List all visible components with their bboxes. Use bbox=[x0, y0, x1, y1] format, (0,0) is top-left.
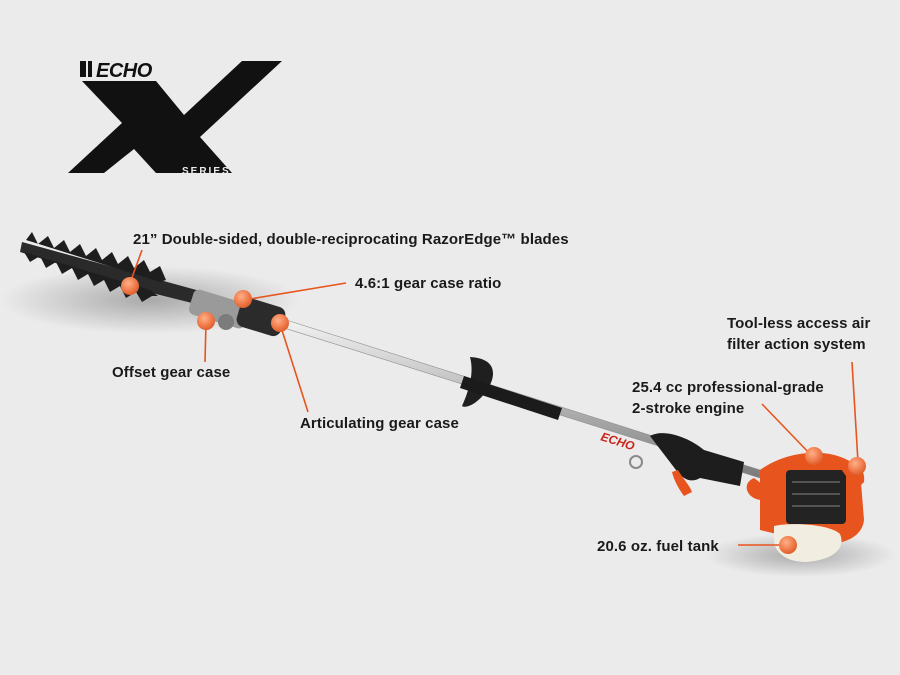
callout-air-filter: Tool-less access air filter action syste… bbox=[727, 313, 870, 355]
marker-air-filter bbox=[848, 457, 866, 475]
callout-engine-line2: 2-stroke engine bbox=[632, 400, 745, 417]
callout-blades: 21” Double-sided, double-reciprocating R… bbox=[133, 231, 569, 248]
leader-air-filter bbox=[851, 361, 859, 463]
engine bbox=[746, 452, 865, 562]
callout-engine: 25.4 cc professional-grade 2-stroke engi… bbox=[632, 377, 824, 419]
callout-air-filter-line1: Tool-less access air bbox=[727, 315, 871, 332]
marker-blades bbox=[121, 277, 139, 295]
rear-handle bbox=[629, 433, 744, 496]
callout-markers bbox=[121, 277, 866, 554]
leader-gear-ratio bbox=[243, 282, 347, 301]
callout-articulating-gear: Articulating gear case bbox=[300, 415, 459, 432]
leader-articulating bbox=[279, 323, 309, 413]
marker-gear-ratio bbox=[234, 290, 252, 308]
marker-articulating bbox=[271, 314, 289, 332]
echo-x-series-logo: ECHO SERIES bbox=[68, 60, 282, 177]
marker-offset-gear bbox=[197, 312, 215, 330]
logo-series-text: SERIES bbox=[182, 166, 231, 177]
logo-brand-text: ECHO bbox=[96, 60, 153, 82]
x-mark bbox=[68, 61, 282, 173]
callout-offset-gear: Offset gear case bbox=[112, 364, 231, 381]
callout-engine-line1: 25.4 cc professional-grade bbox=[632, 379, 824, 396]
callout-fuel-tank: 20.6 oz. fuel tank bbox=[597, 538, 719, 555]
marker-engine bbox=[805, 447, 823, 465]
leader-engine bbox=[761, 403, 813, 457]
foam-grip bbox=[460, 376, 562, 420]
marker-fuel-tank bbox=[779, 536, 797, 554]
callout-air-filter-line2: filter action system bbox=[727, 336, 866, 353]
callout-gear-ratio: 4.6:1 gear case ratio bbox=[355, 275, 502, 292]
logo-stripes bbox=[80, 61, 86, 77]
